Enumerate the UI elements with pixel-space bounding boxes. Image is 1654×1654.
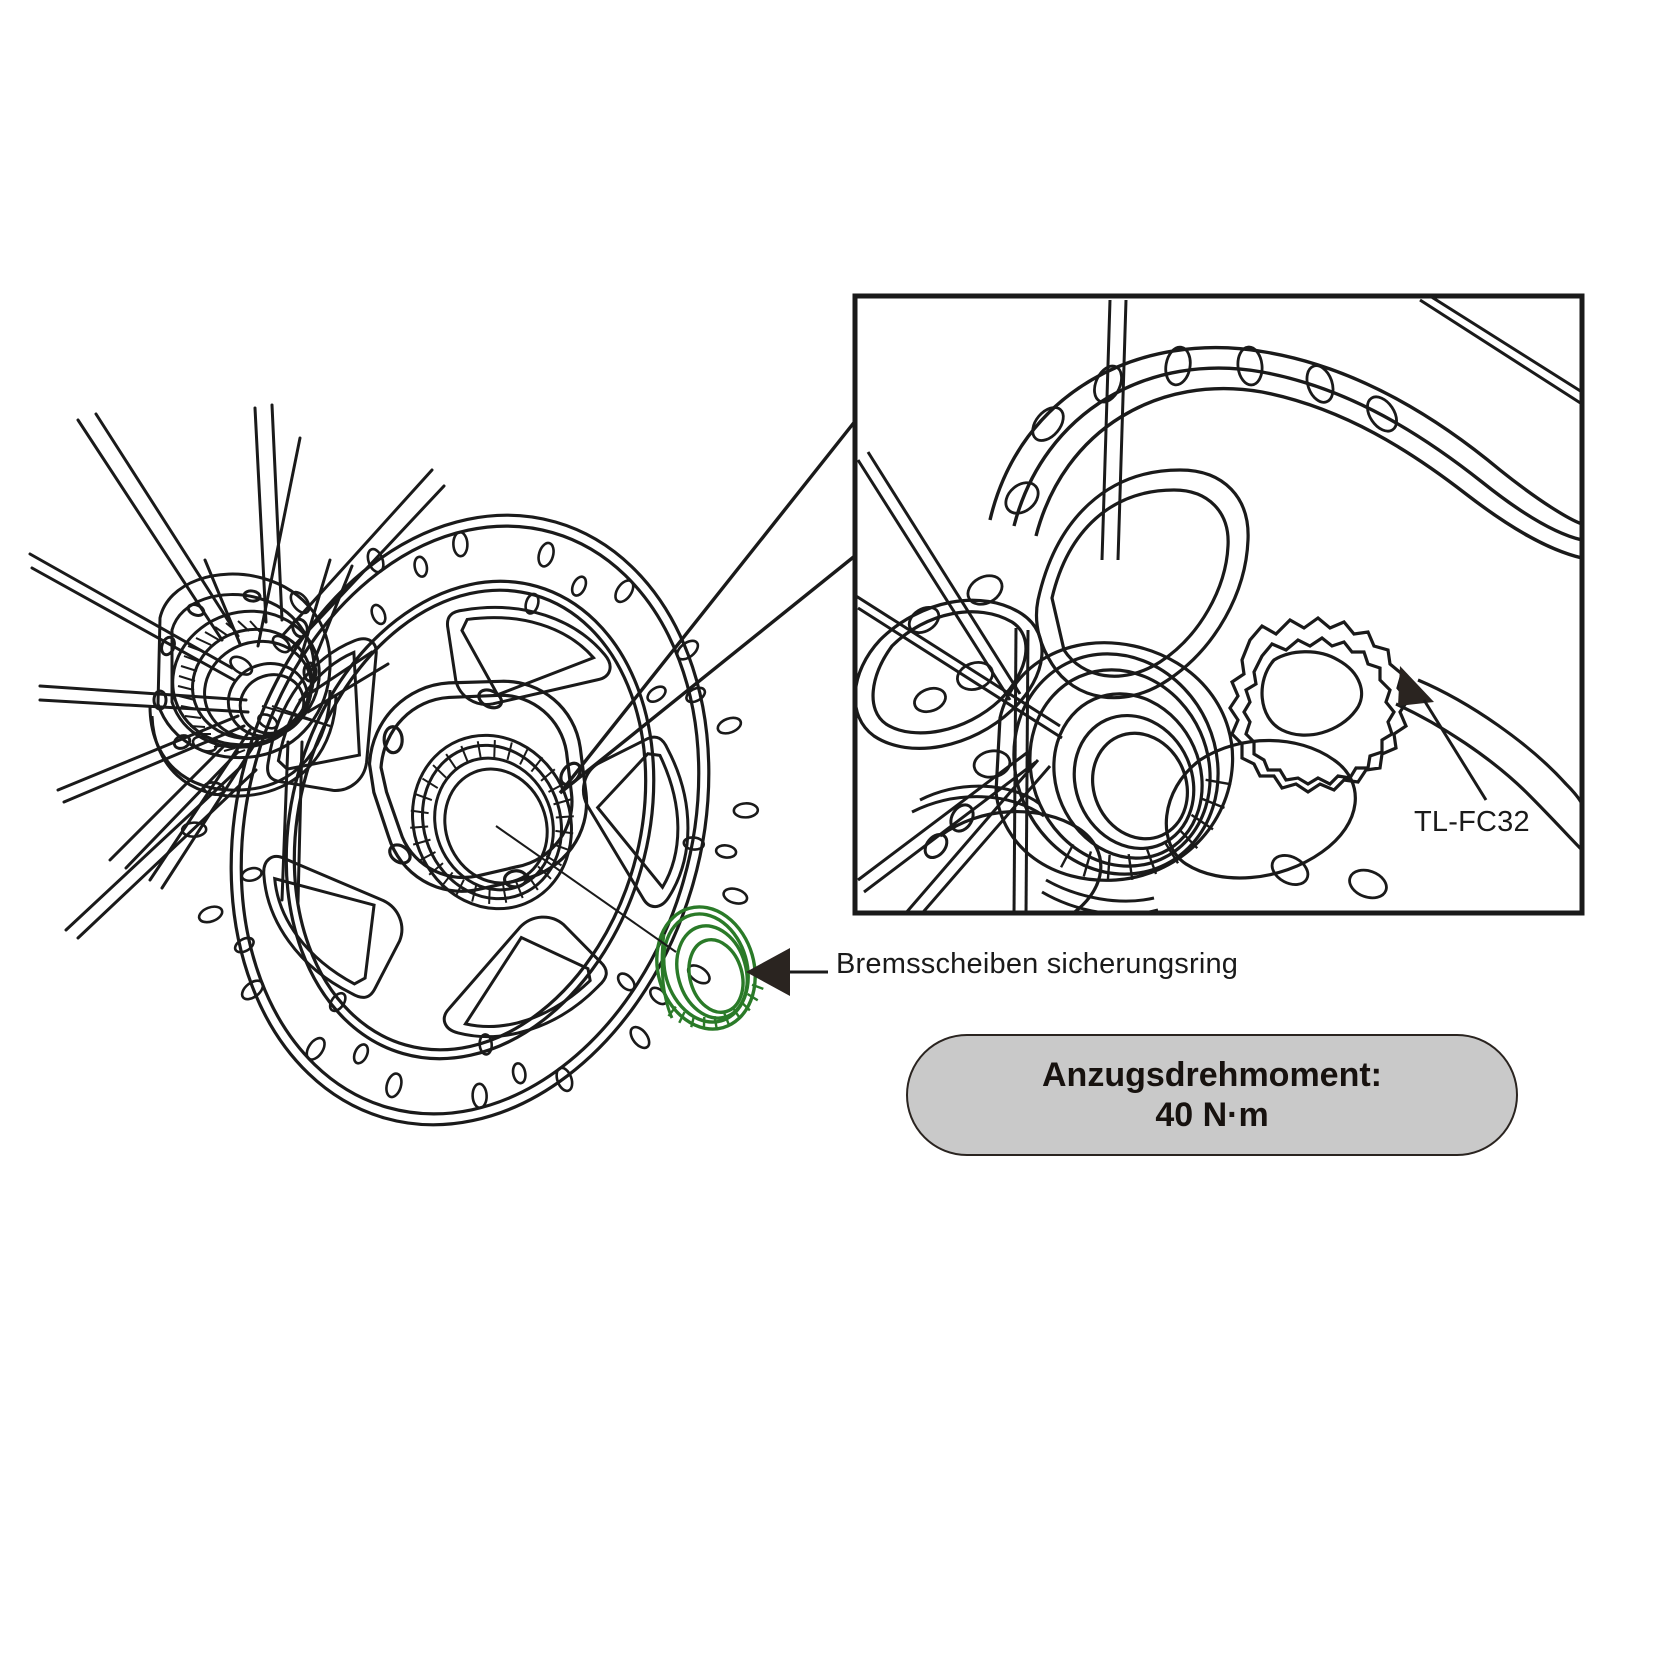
inset-contents [855,296,1582,913]
inset-tool-tlfc32 [1228,615,1410,794]
tool-callout [1398,666,1488,801]
inset-rotor-holes [907,345,1398,900]
wheel-spokes [28,403,446,940]
brake-rotor [229,513,711,1127]
lock-ring-label: Bremsscheiben sicherungsring [836,948,1239,980]
torque-spec-title: Anzugsdrehmoment: [1042,1055,1382,1094]
torque-spec-value: 40 N·m [1155,1096,1269,1134]
lock-ring-part [655,905,767,1031]
assembly-leader-line [261,705,677,953]
tool-label: TL-FC32 [1414,806,1530,838]
rotor-cooling-holes [180,530,760,1110]
rotor-center-lock-spline [410,733,574,911]
tool-arrow-icon [1398,666,1434,706]
torque-spec-box: Anzugsdrehmoment: 40 N·m [906,1034,1518,1156]
lockring-callout [746,948,828,996]
inset-leader-lines [558,418,858,795]
lockring-arrow-icon [746,948,790,996]
inset-tool-handle [1395,678,1582,852]
inset-hub-flange [911,784,1159,913]
rotor-spider-arms [262,605,690,1039]
